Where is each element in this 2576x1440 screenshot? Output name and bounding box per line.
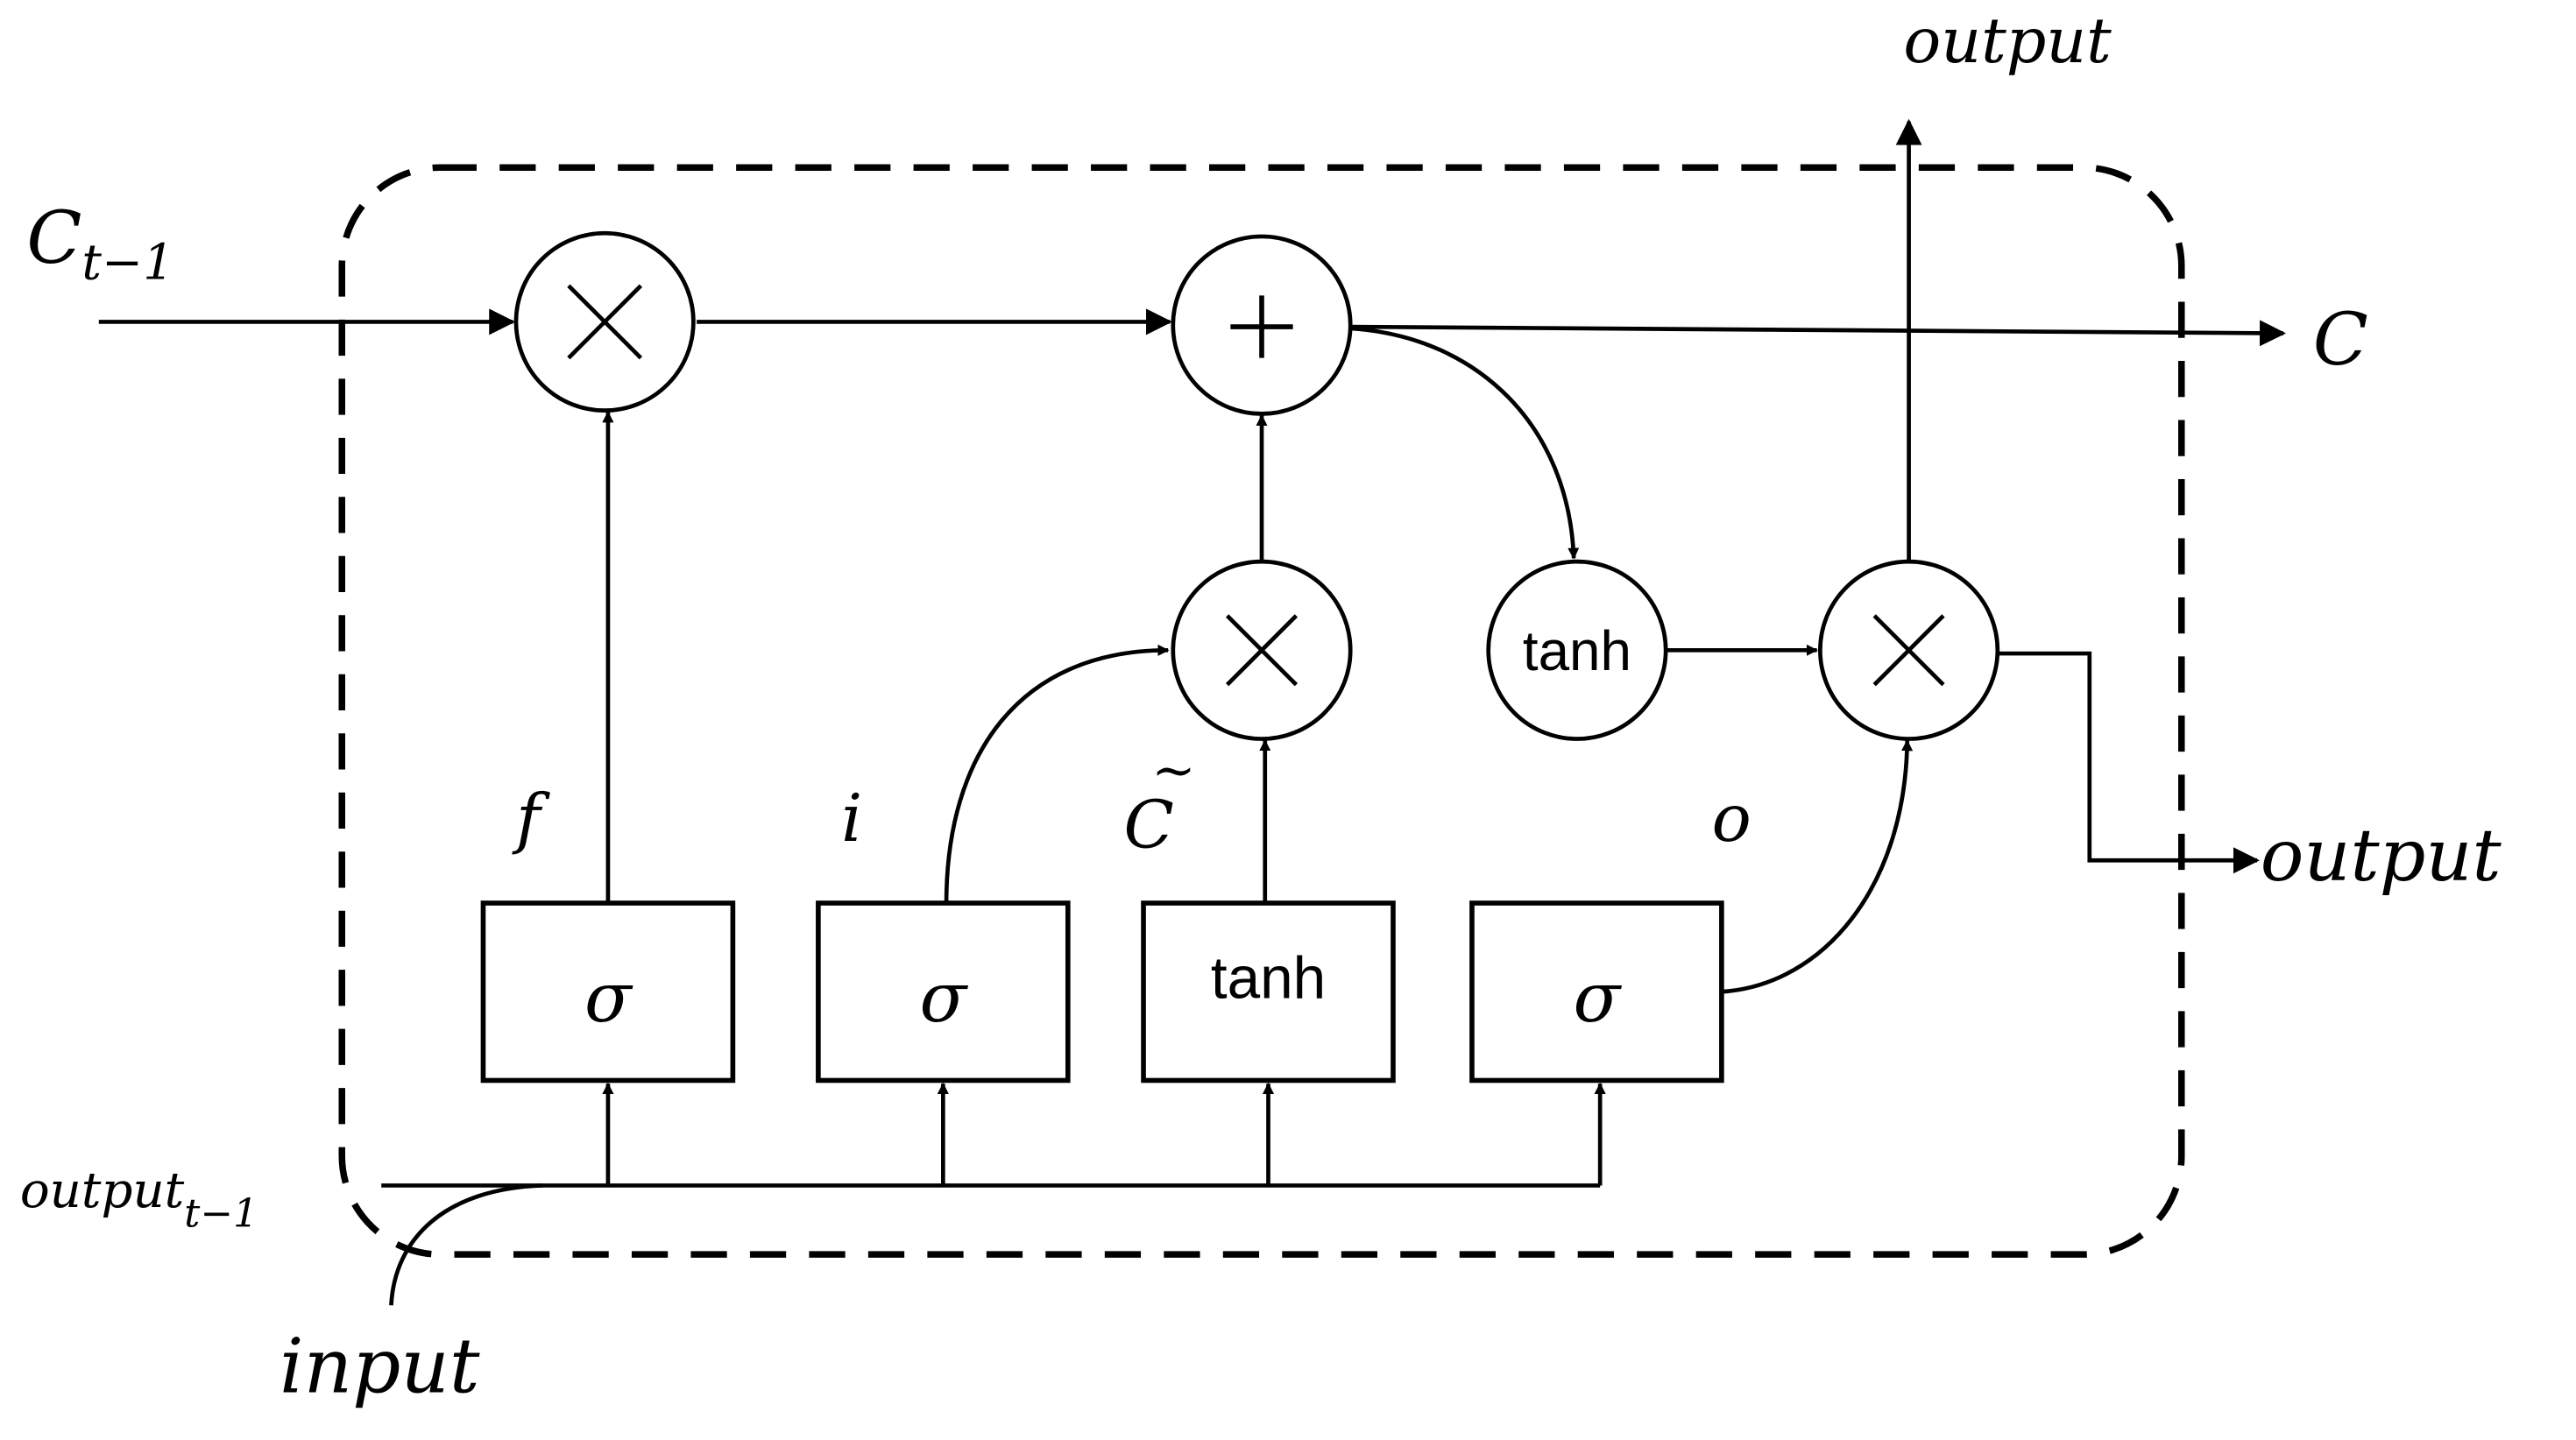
svg-text:tanh: tanh — [1211, 946, 1326, 1012]
input-gate-curve — [944, 644, 1170, 904]
output-right-label: output — [2261, 814, 2502, 898]
cell-to-tanh-curve — [1350, 326, 1580, 560]
input-label: input — [280, 1324, 480, 1411]
candidate-letter: C — [1124, 786, 1174, 863]
output-right-line — [1997, 651, 2260, 874]
output-prev-label: outputt−1 — [20, 1162, 258, 1236]
candidate-label: ~ C — [1124, 740, 1196, 863]
c-prev-label: Ct−1 — [26, 196, 174, 292]
output-multiply-node — [1818, 559, 2000, 741]
sigma-output-block: σ — [1469, 900, 1724, 1084]
forget-multiply-node — [513, 230, 696, 413]
svg-text:σ: σ — [1574, 957, 1623, 1038]
candidate-accent: ~ — [1151, 740, 1195, 801]
sigma-forget-block: σ — [480, 900, 736, 1084]
input-multiply-node — [1171, 559, 1353, 741]
output-gate-curve — [1721, 739, 1914, 994]
tanh-cell-label: tanh — [1523, 619, 1631, 682]
svg-text:σ: σ — [919, 957, 968, 1038]
output-gate-label: o — [1712, 780, 1752, 857]
input-merge-curve — [389, 1183, 543, 1306]
forget-gate-label: f — [512, 780, 550, 857]
c-out-label: C — [2313, 298, 2368, 382]
svg-text:σ: σ — [584, 957, 633, 1038]
tanh-candidate-block: tanh — [1141, 900, 1396, 1084]
tanh-cell-node: tanh — [1486, 559, 1668, 741]
cell-state-out-line — [1350, 320, 2286, 347]
output-top-label: output — [1903, 4, 2112, 77]
input-gate-label: i — [841, 780, 862, 857]
sigma-input-block: σ — [816, 900, 1071, 1084]
add-node — [1171, 234, 1353, 416]
